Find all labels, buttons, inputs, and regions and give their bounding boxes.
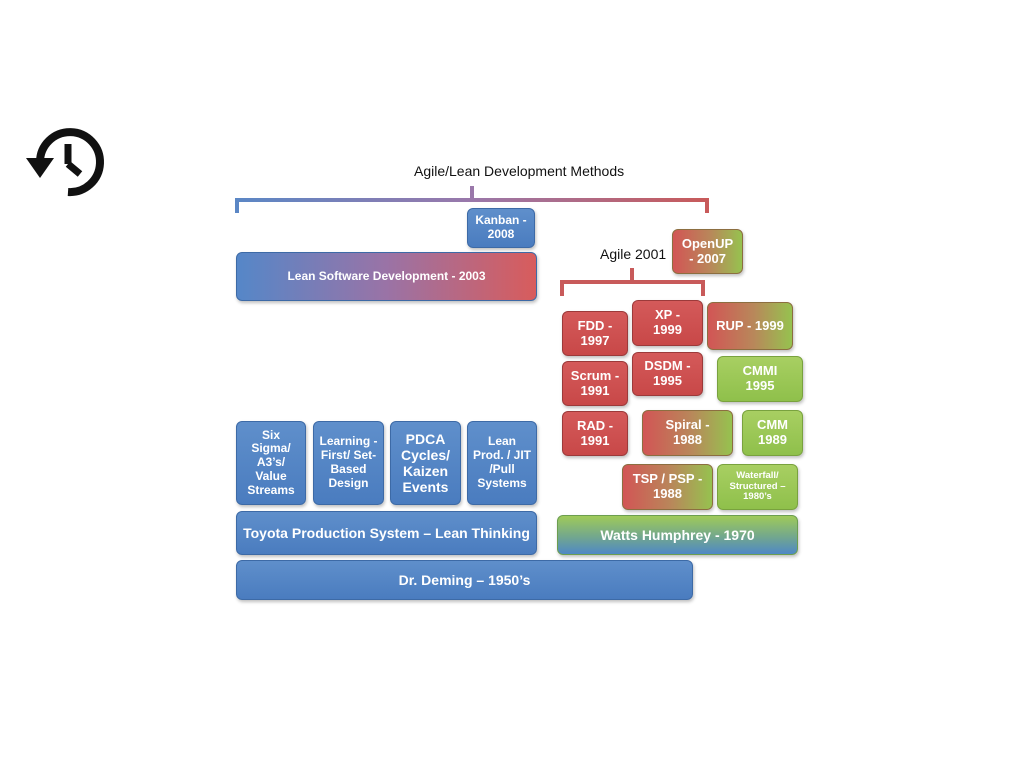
watts-box: Watts Humphrey - 1970 xyxy=(557,515,798,555)
learning-first-label: Learning -First/ Set- Based Design xyxy=(319,434,378,490)
cmmi-box: CMMI 1995 xyxy=(717,356,803,402)
lean-software-label: Lean Software Development - 2003 xyxy=(287,268,486,283)
xp-label: XP - 1999 xyxy=(653,307,682,337)
watts-label: Watts Humphrey - 1970 xyxy=(600,526,755,543)
spiral-label: Spiral - 1988 xyxy=(665,417,710,447)
lean-prod-label: Lean Prod. / JIT /Pull Systems xyxy=(473,434,532,490)
tsp-psp-label: TSP / PSP - 1988 xyxy=(632,471,703,501)
rad-label: RAD - 1991 xyxy=(576,417,614,448)
deming-label: Dr. Deming – 1950’s xyxy=(398,571,531,588)
toyota-label: Toyota Production System – Lean Thinking xyxy=(243,524,530,541)
fdd-label: FDD - 1997 xyxy=(577,317,613,348)
waterfall-label: Waterfall/ Structured – 1980’s xyxy=(729,469,786,503)
six-sigma-box: Six Sigma/ A3’s/ Value Streams xyxy=(236,421,306,505)
rad-box: RAD - 1991 xyxy=(562,411,628,456)
cmm-box: CMM 1989 xyxy=(742,410,803,456)
kanban-box: Kanban - 2008 xyxy=(467,208,535,248)
cmmi-label: CMMI 1995 xyxy=(742,363,778,393)
deming-box: Dr. Deming – 1950’s xyxy=(236,560,693,600)
rup-box: RUP - 1999 xyxy=(707,302,793,350)
scrum-label: Scrum - 1991 xyxy=(570,367,620,398)
pdca-box: PDCA Cycles/ Kaizen Events xyxy=(390,421,461,505)
dsdm-label: DSDM - 1995 xyxy=(644,358,691,388)
agile-2001-label: Agile 2001 xyxy=(600,246,667,262)
pdca-label: PDCA Cycles/ Kaizen Events xyxy=(400,430,451,496)
xp-box: XP - 1999 xyxy=(632,300,703,346)
learning-first-box: Learning -First/ Set- Based Design xyxy=(313,421,384,505)
dsdm-box: DSDM - 1995 xyxy=(632,352,703,396)
lean-prod-box: Lean Prod. / JIT /Pull Systems xyxy=(467,421,537,505)
rup-label: RUP - 1999 xyxy=(716,317,784,333)
history-icon[interactable] xyxy=(24,122,108,198)
tsp-psp-box: TSP / PSP - 1988 xyxy=(622,464,713,510)
scrum-box: Scrum - 1991 xyxy=(562,361,628,406)
fdd-box: FDD - 1997 xyxy=(562,311,628,356)
six-sigma-label: Six Sigma/ A3’s/ Value Streams xyxy=(247,427,295,497)
toyota-box: Toyota Production System – Lean Thinking xyxy=(236,511,537,555)
kanban-label: Kanban - 2008 xyxy=(475,213,527,241)
waterfall-box: Waterfall/ Structured – 1980’s xyxy=(717,464,798,510)
spiral-box: Spiral - 1988 xyxy=(642,410,733,456)
openup-box: OpenUP - 2007 xyxy=(672,229,743,274)
cmm-label: CMM 1989 xyxy=(756,417,789,447)
lean-software-box: Lean Software Development - 2003 xyxy=(236,252,537,301)
openup-label: OpenUP - 2007 xyxy=(681,235,734,266)
diagram-title: Agile/Lean Development Methods xyxy=(414,163,625,179)
